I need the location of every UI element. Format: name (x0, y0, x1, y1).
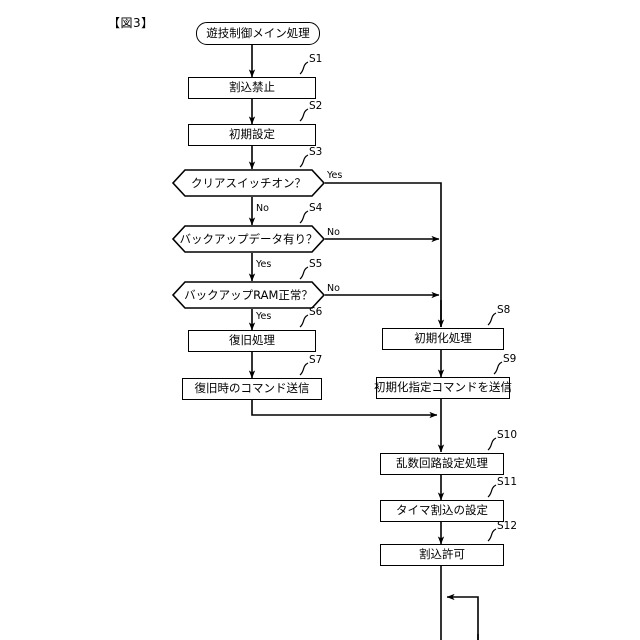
node-s1-label: 割込禁止 (229, 80, 275, 95)
node-s3: クリアスイッチオン？ (171, 169, 326, 197)
figure-label: 【図3】 (108, 16, 154, 30)
node-s2-label: 初期設定 (229, 127, 275, 142)
node-s7-label: 復旧時のコマンド送信 (194, 381, 310, 396)
node-s9-label: 初期化指定コマンドを送信 (374, 380, 512, 395)
node-s6-label: 復旧処理 (229, 333, 275, 348)
node-s6: 復旧処理 (188, 330, 316, 352)
hexagon-shape (171, 169, 326, 197)
edge-label-s4-yes: Yes (256, 259, 272, 270)
node-s10: 乱数回路設定処理 (380, 453, 504, 475)
node-s5-label: バックアップRAM正常？ (184, 288, 313, 302)
node-s11-label: タイマ割込の設定 (396, 503, 488, 518)
node-s4-label: バックアップデータ有り？ (179, 232, 318, 246)
step-label-s5: S5 (309, 258, 323, 270)
step-label-s8: S8 (497, 304, 511, 316)
step-label-s7: S7 (309, 354, 323, 366)
step-label-s12: S12 (497, 520, 518, 532)
node-s8: 初期化処理 (382, 328, 504, 350)
edge-label-s3-yes: Yes (327, 170, 343, 181)
step-label-s3: S3 (309, 146, 323, 158)
step-label-s1: S1 (309, 53, 323, 65)
node-s9: 初期化指定コマンドを送信 (374, 377, 512, 399)
node-s3-label: クリアスイッチオン？ (191, 176, 306, 190)
node-s8-label: 初期化処理 (414, 331, 472, 346)
edge-label-s3-no: No (256, 203, 269, 214)
step-label-s2: S2 (309, 100, 323, 112)
node-s7: 復旧時のコマンド送信 (182, 378, 322, 400)
node-s10-label: 乱数回路設定処理 (396, 456, 488, 471)
node-s11: タイマ割込の設定 (380, 500, 504, 522)
edge-label-s4-no: No (327, 227, 340, 238)
node-s1: 割込禁止 (188, 77, 316, 99)
step-label-s11: S11 (497, 476, 518, 488)
node-s12: 割込許可 (380, 544, 504, 566)
node-start: 遊技制御メイン処理 (196, 22, 320, 45)
edge-label-s5-yes: Yes (256, 311, 272, 322)
edge-label-s5-no: No (327, 283, 340, 294)
node-s4: バックアップデータ有り？ (171, 225, 326, 253)
node-s5: バックアップRAM正常？ (171, 281, 326, 309)
step-label-s6: S6 (309, 306, 323, 318)
node-s2: 初期設定 (188, 124, 316, 146)
step-label-s4: S4 (309, 202, 323, 214)
step-label-s9: S9 (503, 353, 517, 365)
step-label-s10: S10 (497, 429, 518, 441)
node-s12-label: 割込許可 (419, 547, 465, 562)
hexagon-shape (171, 281, 326, 309)
hexagon-shape (171, 225, 326, 253)
node-start-label: 遊技制御メイン処理 (206, 25, 310, 40)
